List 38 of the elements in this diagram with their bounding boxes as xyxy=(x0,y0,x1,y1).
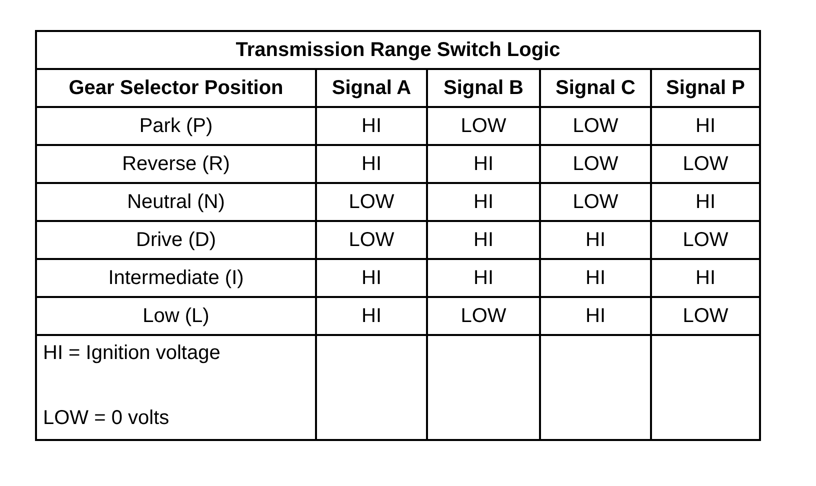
legend-note: LOW = 0 volts xyxy=(43,407,170,430)
row-header: Neutral (N) xyxy=(36,183,316,221)
row-header: Drive (D) xyxy=(36,221,316,259)
table-cell: LOW xyxy=(540,145,651,183)
row-header: Reverse (R) xyxy=(36,145,316,183)
table-cell: LOW xyxy=(427,107,540,145)
column-header: Signal C xyxy=(540,69,651,107)
column-header: Gear Selector Position xyxy=(36,69,316,107)
table-cell: HI xyxy=(427,145,540,183)
table-cell: HI xyxy=(540,259,651,297)
table-cell: LOW xyxy=(316,183,427,221)
table-cell: HI xyxy=(540,221,651,259)
row-header: Intermediate (I) xyxy=(36,259,316,297)
table-cell: HI xyxy=(651,183,760,221)
legend-note: HI = Ignition voltage xyxy=(43,342,220,365)
table-cell: LOW xyxy=(316,221,427,259)
table-cell: HI xyxy=(427,221,540,259)
table-cell: HI xyxy=(316,107,427,145)
table-cell: HI xyxy=(540,297,651,335)
table-cell: HI xyxy=(427,183,540,221)
row-header: Park (P) xyxy=(36,107,316,145)
table-cell: LOW xyxy=(540,183,651,221)
table-cell: HI xyxy=(651,107,760,145)
table-cell: LOW xyxy=(651,297,760,335)
table-cell: HI xyxy=(427,259,540,297)
table-cell: LOW xyxy=(651,221,760,259)
table-cell: HI xyxy=(316,145,427,183)
table-cell: LOW xyxy=(651,145,760,183)
column-header: Signal B xyxy=(427,69,540,107)
column-header: Signal P xyxy=(651,69,760,107)
table-cell: LOW xyxy=(540,107,651,145)
table-cell: HI xyxy=(316,259,427,297)
column-header: Signal A xyxy=(316,69,427,107)
table-cell: HI xyxy=(316,297,427,335)
table-cell: LOW xyxy=(427,297,540,335)
table-title: Transmission Range Switch Logic xyxy=(36,31,760,69)
row-header: Low (L) xyxy=(36,297,316,335)
table-cell: HI xyxy=(651,259,760,297)
